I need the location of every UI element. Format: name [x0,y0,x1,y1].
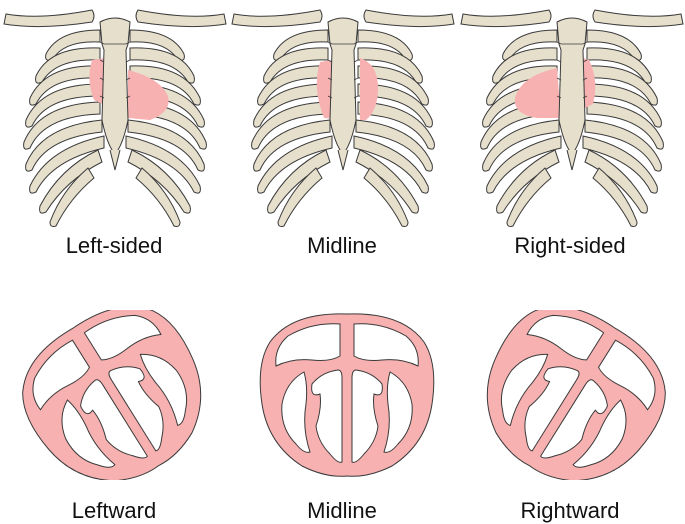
heart-leftward-illustration [20,310,210,480]
heart-panel-rightward [478,310,668,480]
heart-panel-leftward [20,310,210,480]
label-rightward: Rightward [520,498,620,523]
label-leftward: Leftward [71,498,157,523]
heart-shadow-left-sided [89,56,169,120]
ribcage-panel-left-sided [0,0,230,230]
ribcage-midline-illustration [231,9,455,227]
label-midline-bottom: Midline [307,498,377,523]
label-left-sided: Left-sided [65,233,163,258]
ribcage-left-sided-illustration [3,9,227,227]
ribcage-panel-right-sided [457,0,685,230]
ribcage-right-sided-illustration [460,9,684,227]
heart-panel-midline [252,308,442,480]
heart-midline-illustration [259,313,435,477]
ribcage-panel-midline [228,0,458,230]
label-midline-top: Midline [307,233,377,258]
heart-rightward-illustration [478,310,668,480]
label-right-sided: Right-sided [514,233,626,258]
